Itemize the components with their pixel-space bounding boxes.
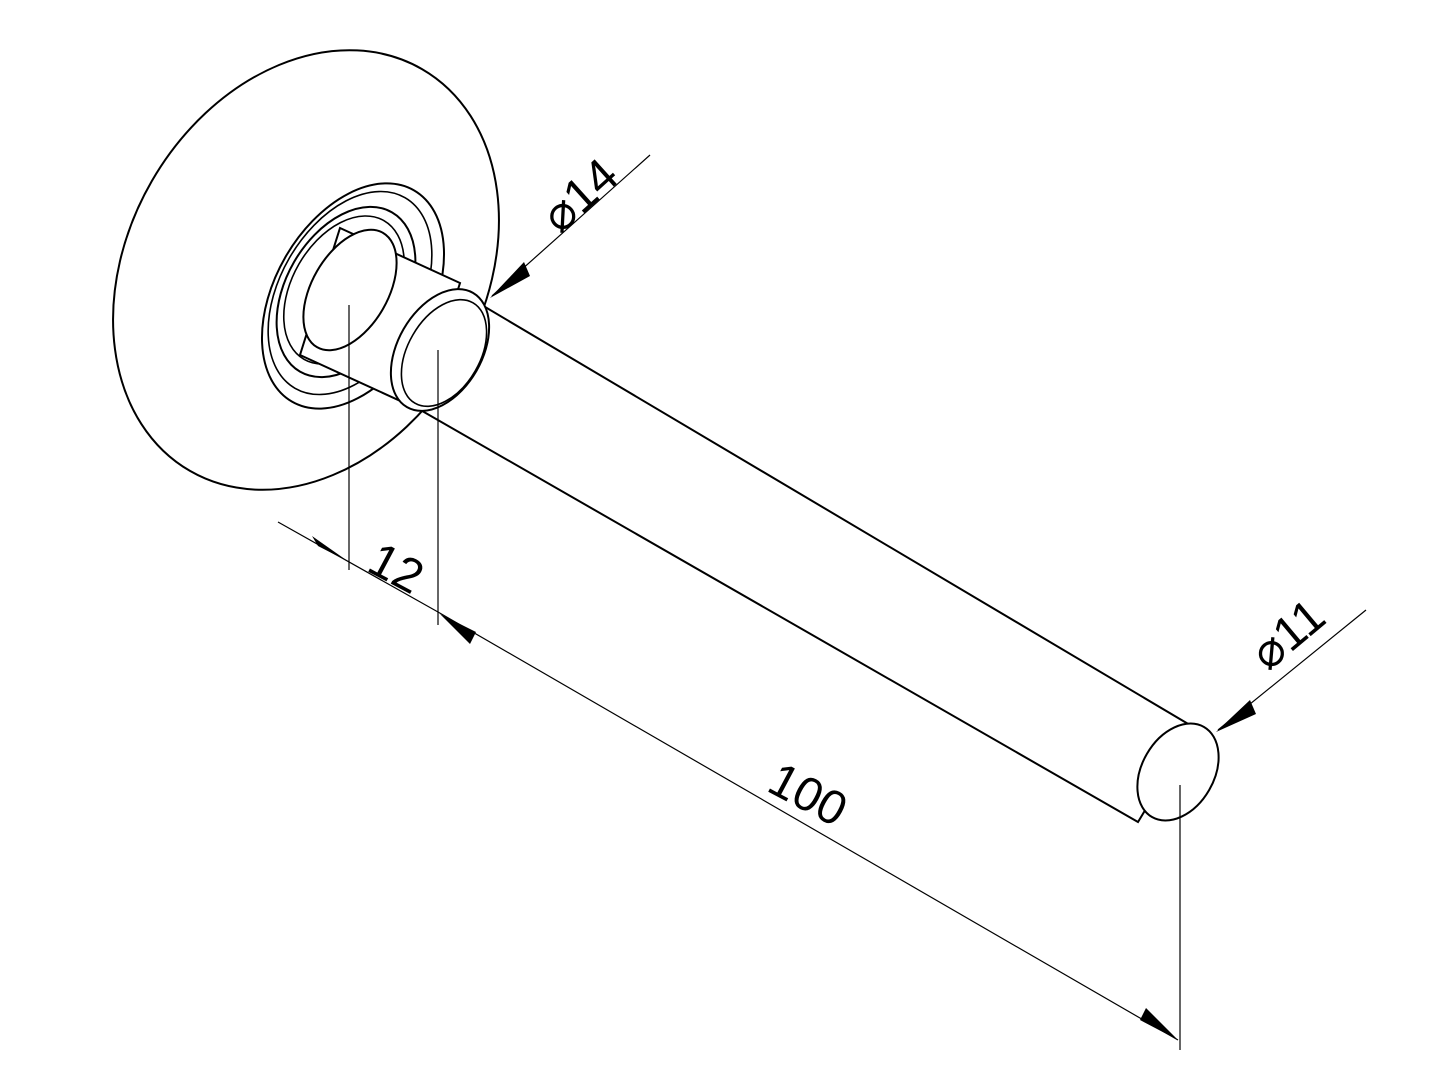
dimension-line-100 — [437, 611, 1179, 1041]
shaft-shoulder — [389, 288, 491, 412]
dimension-lines — [277, 154, 1367, 1050]
arrowhead-100-end — [1140, 1008, 1178, 1040]
dim-label-12: 12 — [360, 533, 432, 605]
arrowhead-12 — [312, 536, 349, 562]
arrowhead-d11 — [1216, 700, 1256, 732]
roller-part — [112, 49, 1220, 824]
dim-label-d14: ⌀14 — [532, 149, 629, 243]
dim-label-d11: ⌀11 — [1241, 589, 1335, 680]
shaft-shoulder-inner — [400, 298, 488, 408]
hub-collar-front-face — [302, 228, 398, 352]
arrowhead-100-start — [440, 614, 476, 644]
dimension-line-12 — [277, 521, 439, 613]
shaft-body — [408, 296, 1197, 824]
arrowhead-d14 — [490, 262, 530, 298]
dim-label-100: 100 — [760, 753, 856, 837]
shaft-end-face — [1136, 722, 1220, 822]
